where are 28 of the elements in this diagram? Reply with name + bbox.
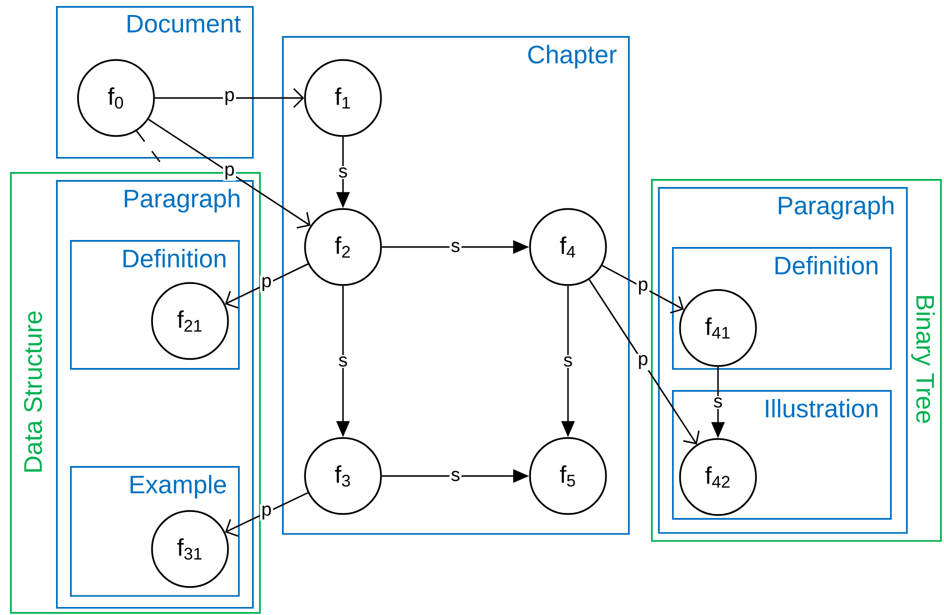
circle-node: f$_{2}$ [304, 208, 382, 286]
edge-label: p [222, 90, 236, 106]
arrow [225, 263, 308, 309]
circle-node: f$_{3}$ [304, 437, 382, 515]
circle-node: f$_{5}$ [529, 437, 607, 515]
edge-label: s [337, 166, 349, 179]
circle-node: f$_{21}$ [151, 282, 229, 360]
edge-label: s [562, 355, 574, 368]
circle-node: f$_{31}$ [151, 510, 229, 588]
edge-label: p [222, 164, 236, 181]
arrow [154, 88, 304, 108]
edge-label: p [260, 504, 274, 521]
edge-label: p [260, 276, 274, 292]
arrow [148, 118, 311, 228]
edge-label: s [450, 470, 462, 482]
circle-node: f$_{41}$ [679, 289, 757, 367]
edge-label: s [337, 355, 349, 368]
circle-node: f$_{42}$ [679, 438, 757, 516]
edge-label: s [712, 396, 724, 409]
circle-node: f$_{4}$ [529, 208, 607, 286]
edge-label: p [636, 279, 650, 296]
edge-label: p [636, 354, 650, 370]
edge-label: s [450, 240, 462, 254]
arrow [588, 279, 700, 444]
arrow [602, 264, 684, 314]
circle-node: f$_{0}$ [77, 59, 155, 137]
arrow [225, 492, 308, 537]
circle-node: f$_{1}$ [304, 59, 382, 137]
